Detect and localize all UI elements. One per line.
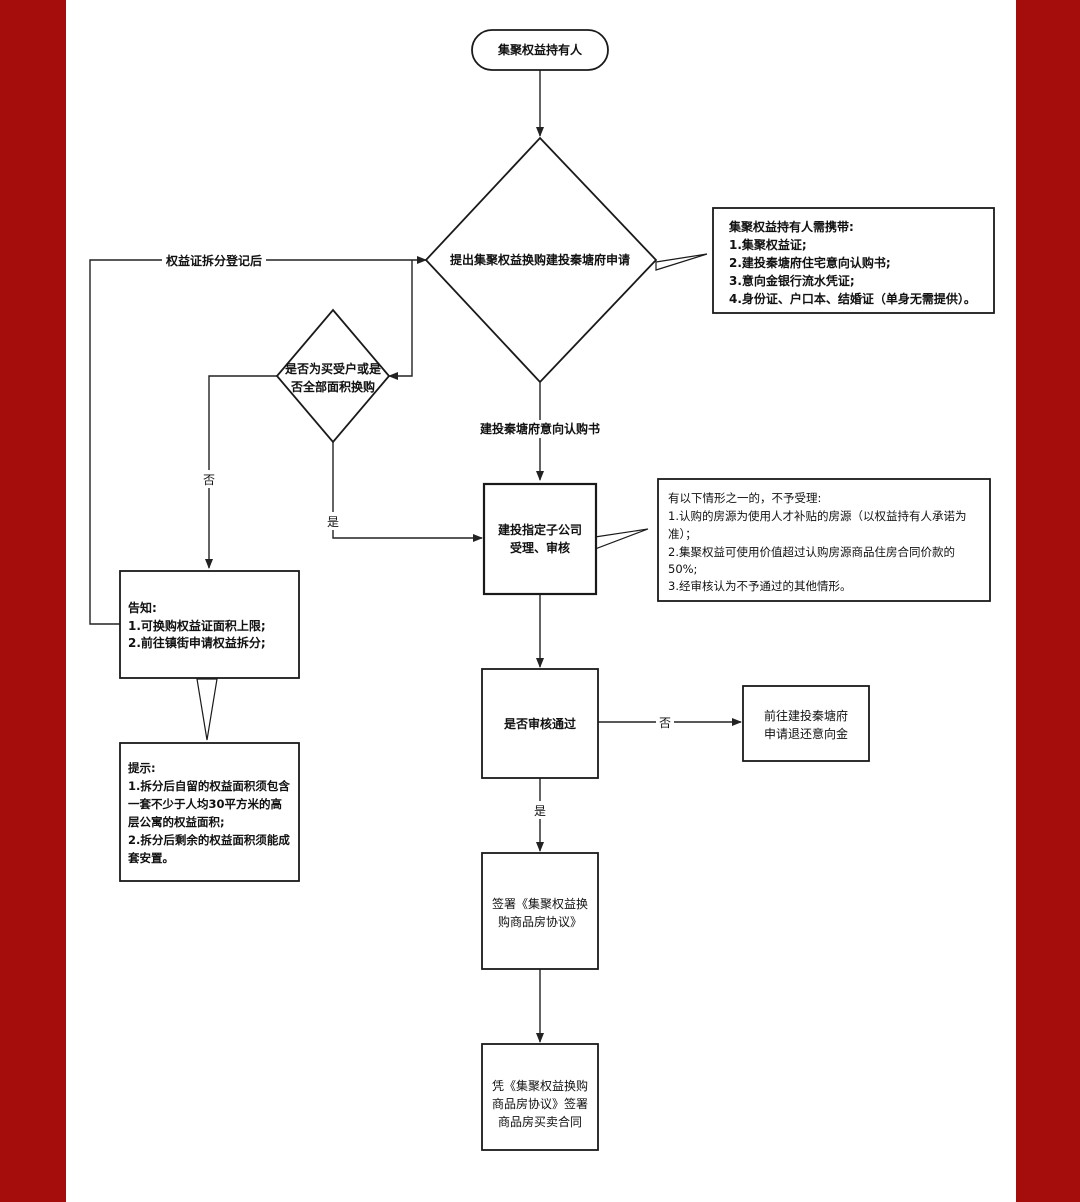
- reject-note-line1: 有以下情形之一的，不予受理:: [668, 491, 821, 505]
- contract-label-line3: 商品房买卖合同: [498, 1114, 582, 1129]
- carry-note-line1: 集聚权益持有人需携带:: [728, 219, 854, 234]
- carry-note-line3: 2.建投秦塘府住宅意向认购书;: [729, 255, 891, 270]
- reject-note-box: [657, 478, 991, 602]
- reject-note-line2: 1.认购的房源为使用人才补贴的房源（以权益持有人承诺为: [668, 509, 966, 523]
- hint-line5: 2.拆分后剩余的权益面积须能成: [128, 833, 290, 847]
- edge-apply-check: [388, 260, 413, 380]
- reject-note-line5: 50%;: [668, 562, 697, 576]
- start-terminal: [471, 29, 609, 71]
- yes-pass-label-bg: [531, 801, 549, 819]
- edge-check-inform: [205, 375, 277, 569]
- inform-box: [119, 570, 300, 679]
- intent-letter-label-bg: [472, 420, 608, 438]
- carry-note-box: [712, 207, 995, 314]
- edge-label-yes-check: 是: [327, 515, 339, 529]
- inform-line2: 1.可换购权益证面积上限;: [128, 618, 266, 633]
- callout-pointer-reject: [594, 528, 649, 550]
- carry-note-line5: 4.身份证、户口本、结婚证（单身无需提供）。: [729, 291, 976, 306]
- contract-label-line1: 凭《集聚权益换购: [492, 1078, 588, 1093]
- pass-check-box: [481, 668, 599, 779]
- hint-line2: 1.拆分后自留的权益面积须包含: [128, 779, 290, 793]
- check-full-label-line1: 是否为买受户或是: [284, 361, 382, 376]
- hint-line4: 层公寓的权益面积;: [127, 815, 225, 829]
- hint-line3: 一套不少于人均30平方米的高: [128, 797, 282, 811]
- callout-pointer-hint: [196, 678, 218, 741]
- edge-label-yes-pass: 是: [534, 804, 546, 818]
- no-left-label-bg: [200, 470, 218, 488]
- reject-note-line6: 3.经审核认为不予通过的其他情形。: [668, 579, 851, 593]
- refund-label-line2: 申请退还意向金: [764, 726, 848, 741]
- inform-line3: 2.前往镇街申请权益拆分;: [128, 635, 266, 650]
- apply-label: 提出集聚权益换购建投秦塘府申请: [450, 252, 630, 267]
- no-pass-label-bg: [656, 714, 674, 730]
- edge-label-no-pass: 否: [659, 716, 671, 730]
- refund-box: [742, 685, 870, 762]
- flowchart: 集聚权益持有人 提出集聚权益换购建投秦塘府申请 是否为买受户或是 否全部面积换购…: [89, 29, 995, 1151]
- connectors: [89, 70, 742, 1043]
- inform-line1: 告知:: [128, 600, 157, 615]
- start-label: 集聚权益持有人: [497, 42, 583, 57]
- edge-inform-apply: [89, 256, 427, 625]
- apply-decision-diamond: [424, 136, 658, 384]
- edge-label-no-left: 否: [203, 473, 215, 487]
- callout-pointer-carry: [655, 253, 708, 271]
- sign-agreement-box: [481, 852, 599, 970]
- pass-label: 是否审核通过: [503, 716, 576, 731]
- check-full-label-line2: 否全部面积换购: [290, 379, 375, 394]
- review-label-line1: 建投指定子公司: [497, 522, 582, 537]
- hint-box: [119, 742, 300, 882]
- split-return-label-bg: [162, 252, 266, 268]
- page-canvas: 集聚权益持有人 提出集聚权益换购建投秦塘府申请 是否为买受户或是 否全部面积换购…: [66, 0, 1016, 1202]
- reject-note-line3: 准）；: [668, 527, 697, 541]
- carry-note-line2: 1.集聚权益证;: [729, 237, 807, 252]
- edge-label-split-return: 权益证拆分登记后: [165, 253, 262, 268]
- reject-note-line4: 2.集聚权益可使用价值超过认购房源商品住房合同价款的: [668, 545, 955, 559]
- review-box: [482, 482, 598, 596]
- sign-label-line2: 购商品房协议》: [498, 914, 582, 929]
- hint-line1: 提示:: [128, 761, 156, 775]
- hint-line6: 套安置。: [128, 851, 174, 865]
- carry-note-line4: 3.意向金银行流水凭证;: [729, 273, 855, 288]
- contract-label-line2: 商品房协议》签署: [492, 1096, 588, 1111]
- edge-check-review: [332, 442, 483, 542]
- check-full-diamond: [275, 308, 391, 444]
- contract-box: [481, 1043, 599, 1151]
- refund-label-line1: 前往建投秦塘府: [764, 708, 848, 723]
- review-label-line2: 受理、审核: [510, 540, 570, 555]
- edge-label-intent-letter: 建投秦塘府意向认购书: [479, 421, 600, 436]
- sign-label-line1: 签署《集聚权益换: [492, 896, 588, 911]
- yes-check-label-bg: [324, 512, 342, 530]
